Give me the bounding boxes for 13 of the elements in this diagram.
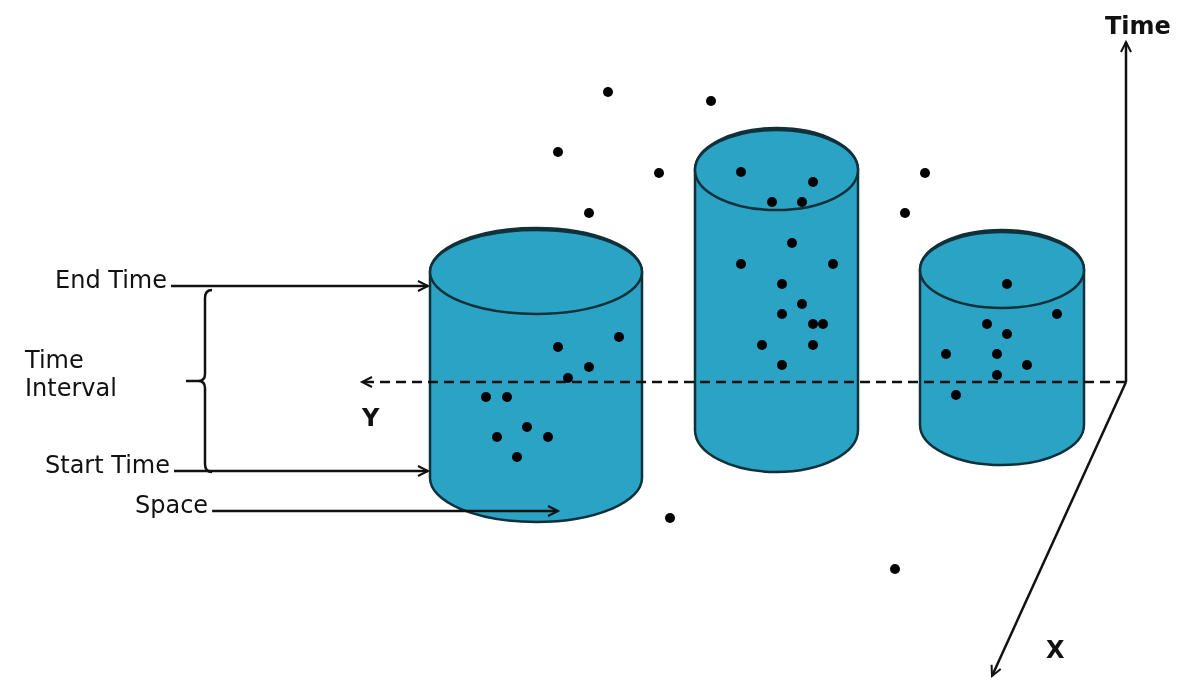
cylinder <box>918 230 1086 467</box>
bracket-label: Time Interval <box>25 346 118 402</box>
leader-arrow <box>174 465 429 477</box>
leader-arrow <box>212 505 559 517</box>
leader-label: Space <box>135 491 209 519</box>
axis-label: X <box>1046 636 1065 664</box>
cylinder <box>428 228 644 524</box>
leader-label: End Time <box>55 266 167 294</box>
cylinder <box>693 128 860 474</box>
leader-arrow <box>171 280 429 292</box>
leader-label: Start Time <box>45 451 170 479</box>
axis-label: Y <box>362 404 380 432</box>
axis-label: Time <box>1105 12 1171 40</box>
